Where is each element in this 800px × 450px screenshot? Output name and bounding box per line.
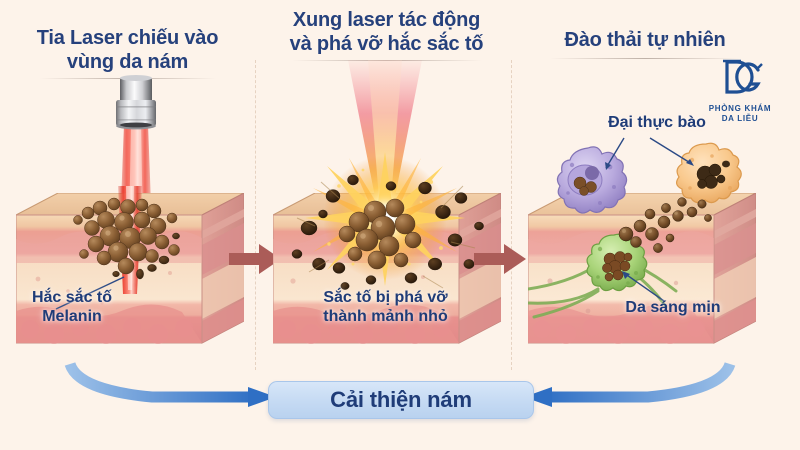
panel-2-title-rule (292, 60, 482, 61)
callout-clear-skin: Da sáng mịn (625, 299, 721, 316)
clinic-logo: PHÒNG KHÁM DA LIỄU (690, 58, 790, 124)
panel-1-title: Tia Laser chiếu vào vùng da nám (36, 27, 219, 74)
improvement-banner-label: Cải thiện nám (330, 387, 472, 412)
residual-pigment-panel-3 (618, 197, 712, 253)
macrophage-orange (676, 142, 742, 204)
panel-3-title: Đào thải tự nhiên (564, 29, 726, 51)
logo-line-1: PHÒNG KHÁM (708, 104, 772, 113)
panel-3-title-rule (550, 58, 740, 59)
improvement-banner: Cải thiện nám (268, 381, 534, 419)
arrow-right-icon-1 (229, 244, 281, 274)
callout-melanin: Hắc sắc tố Melanin (31, 289, 113, 326)
arrow-right-icon-2 (474, 244, 526, 274)
panel-divider-1 (255, 60, 256, 370)
shattered-pigment-cluster (291, 174, 484, 290)
logo-line-2: DA LIỄU (721, 114, 759, 123)
callout-broken-pigment: Sắc tố bị phá vỡ thành mảnh nhỏ (323, 289, 448, 326)
panel-2-title: Xung laser tác động và phá vỡ hắc sắc tố (289, 9, 484, 56)
macrophage-green (586, 233, 648, 292)
feedback-arrows (64, 362, 736, 407)
melanin-leader-line (55, 276, 125, 310)
macrophage-leader-lines (605, 137, 694, 170)
callout-macrophage: Đại thực bào (608, 114, 706, 131)
dg-monogram-icon (723, 59, 763, 94)
panel-divider-2 (511, 60, 512, 370)
clear-skin-leader-line (622, 271, 665, 302)
melanin-cluster-panel-1 (73, 197, 180, 280)
